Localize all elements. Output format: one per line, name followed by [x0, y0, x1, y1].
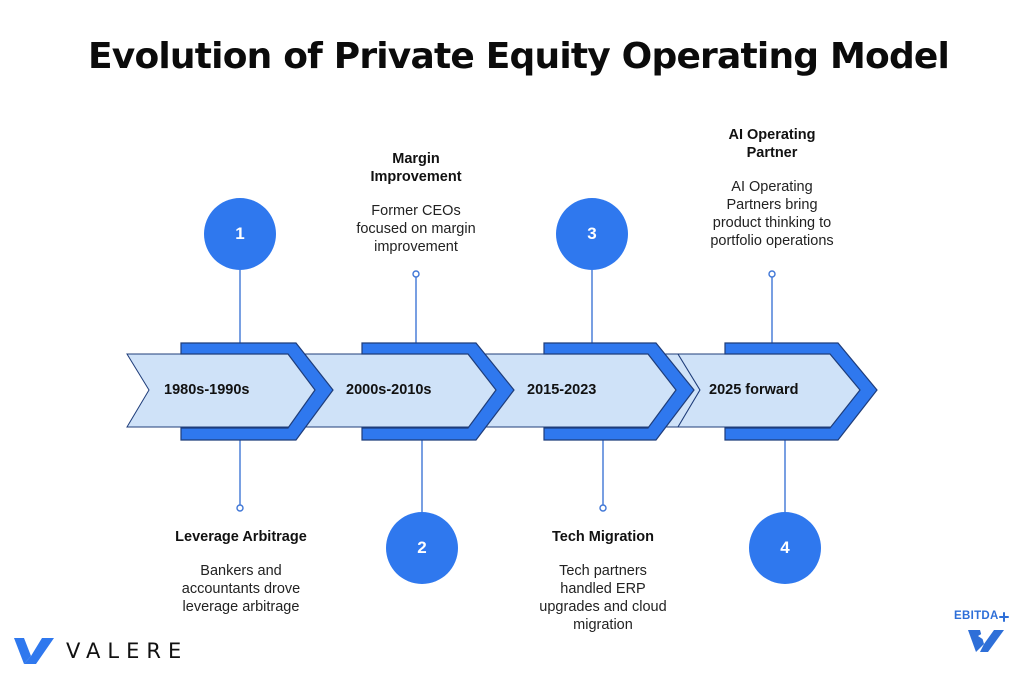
stage-4-heading: AI Operating Partner: [728, 127, 816, 161]
stem-1-dot: [236, 504, 244, 512]
era-label-4: 2025 forward: [709, 382, 799, 398]
ebitda-logo: EBITDA: [954, 610, 1012, 658]
stage-4-text: AI Operating Partner AI Operating Partne…: [700, 126, 844, 250]
valere-wordmark: VALERE: [66, 639, 189, 663]
step-3-badge: 3: [556, 198, 628, 270]
stem-2-dot: [412, 270, 420, 278]
stem-4-dot: [768, 270, 776, 278]
step-4-badge: 4: [749, 512, 821, 584]
era-label-2: 2000s-2010s: [346, 382, 432, 398]
era-label-3: 2015-2023: [527, 382, 597, 398]
stage-4-description: AI Operating Partners bring product thin…: [710, 179, 834, 249]
chevron-3: [543, 342, 695, 441]
chevron-4: [724, 342, 878, 441]
chevron-2: [361, 342, 515, 441]
stage-3-description: Tech partners handled ERP upgrades and c…: [539, 563, 667, 633]
stage-3-heading: Tech Migration: [551, 529, 655, 545]
era-label-1: 1980s-1990s: [164, 382, 250, 398]
stage-2-text: Margin Improvement Former CEOs focused o…: [344, 150, 488, 256]
stage-1-text: Leverage Arbitrage Bankers and accountan…: [160, 528, 322, 616]
stem-3-dot: [599, 504, 607, 512]
chevron-1: [180, 342, 334, 441]
step-1-badge: 1: [204, 198, 276, 270]
valere-mark-icon: [14, 638, 54, 664]
ebitda-wordmark: EBITDA: [954, 610, 999, 622]
stage-3-text: Tech Migration Tech partners handled ERP…: [520, 528, 686, 634]
page-title: Evolution of Private Equity Operating Mo…: [88, 36, 950, 77]
stage-1-description: Bankers and accountants drove leverage a…: [181, 563, 301, 615]
stage-1-heading: Leverage Arbitrage: [175, 529, 307, 545]
valere-logo: VALERE: [14, 636, 188, 666]
ebitda-mark-icon: [968, 612, 1009, 652]
stage-2-heading: Margin Improvement: [370, 151, 462, 185]
stage-2-description: Former CEOs focused on margin improvemen…: [356, 203, 476, 255]
step-2-badge: 2: [386, 512, 458, 584]
